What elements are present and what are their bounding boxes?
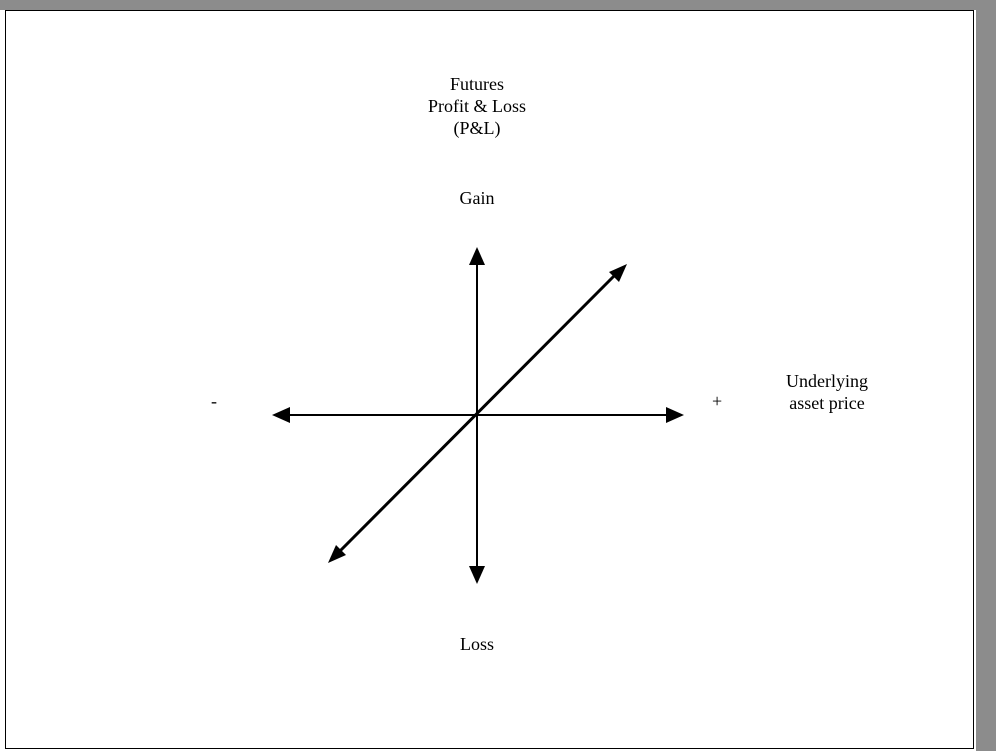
title-line-2: Profit & Loss <box>427 96 526 116</box>
chart-title: Futures Profit & Loss (P&L) <box>377 73 577 139</box>
gain-arrowhead <box>469 247 485 265</box>
diagram-frame <box>5 10 974 749</box>
plus-label: + <box>712 391 723 411</box>
x-axis-label-line-1: Underlying <box>786 371 868 391</box>
loss-arrowhead <box>469 566 485 584</box>
payoff-down-arrowhead <box>328 545 346 563</box>
payoff-up-arrowhead <box>609 264 627 282</box>
drop-shadow-right <box>976 0 996 751</box>
x-axis-label: Underlying asset price <box>762 370 892 414</box>
x-axis-label-line-2: asset price <box>789 393 865 413</box>
price-plus-arrowhead <box>666 407 684 423</box>
minus-label: - <box>211 391 217 411</box>
drop-shadow-top <box>0 0 996 10</box>
loss-label: Loss <box>459 634 494 654</box>
title-line-1: Futures <box>450 74 504 94</box>
payoff-line <box>337 273 617 554</box>
price-minus-arrowhead <box>272 407 290 423</box>
title-line-3: (P&L) <box>453 118 501 138</box>
gain-label: Gain <box>459 188 495 208</box>
